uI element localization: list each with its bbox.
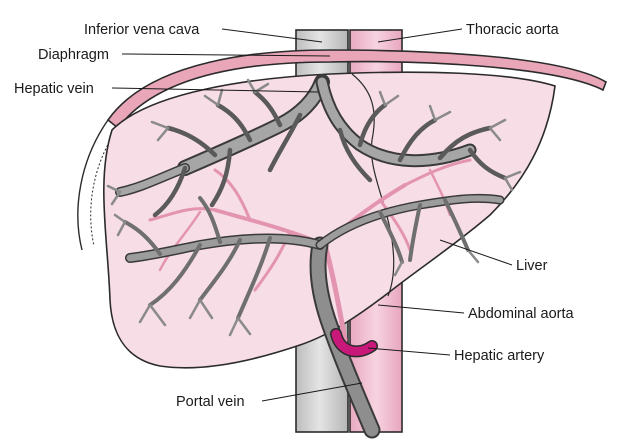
caudate-ridge bbox=[351, 73, 395, 297]
label-inferior-vena-cava: Inferior vena cava bbox=[84, 22, 200, 38]
leader-diaphragm bbox=[121, 53, 331, 57]
label-liver: Liver bbox=[516, 258, 548, 274]
leader-thoracic-aorta bbox=[377, 28, 463, 43]
leader-abdominal-aorta bbox=[377, 304, 465, 314]
leader-inferior-vena-cava bbox=[221, 28, 323, 43]
leader-hepatic-vein bbox=[111, 87, 319, 93]
portal-vein-branches bbox=[113, 193, 505, 439]
leader-hepatic-artery bbox=[367, 347, 451, 356]
label-portal-vein: Portal vein bbox=[176, 394, 245, 410]
diaphragm-left-fold-inner bbox=[90, 127, 119, 247]
label-thoracic-aorta: Thoracic aorta bbox=[466, 22, 560, 38]
label-abdominal-aorta: Abdominal aorta bbox=[468, 306, 575, 322]
leader-liver bbox=[439, 239, 513, 266]
leader-portal-vein bbox=[261, 382, 363, 402]
leader-lines bbox=[111, 28, 513, 402]
label-hepatic-artery: Hepatic artery bbox=[454, 348, 545, 364]
label-hepatic-vein: Hepatic vein bbox=[14, 81, 94, 97]
diaphragm-left-fold bbox=[77, 119, 109, 251]
hepatic-vein-branches bbox=[106, 74, 522, 218]
label-diaphragm: Diaphragm bbox=[38, 47, 109, 63]
diaphragm-underside bbox=[117, 61, 604, 129]
